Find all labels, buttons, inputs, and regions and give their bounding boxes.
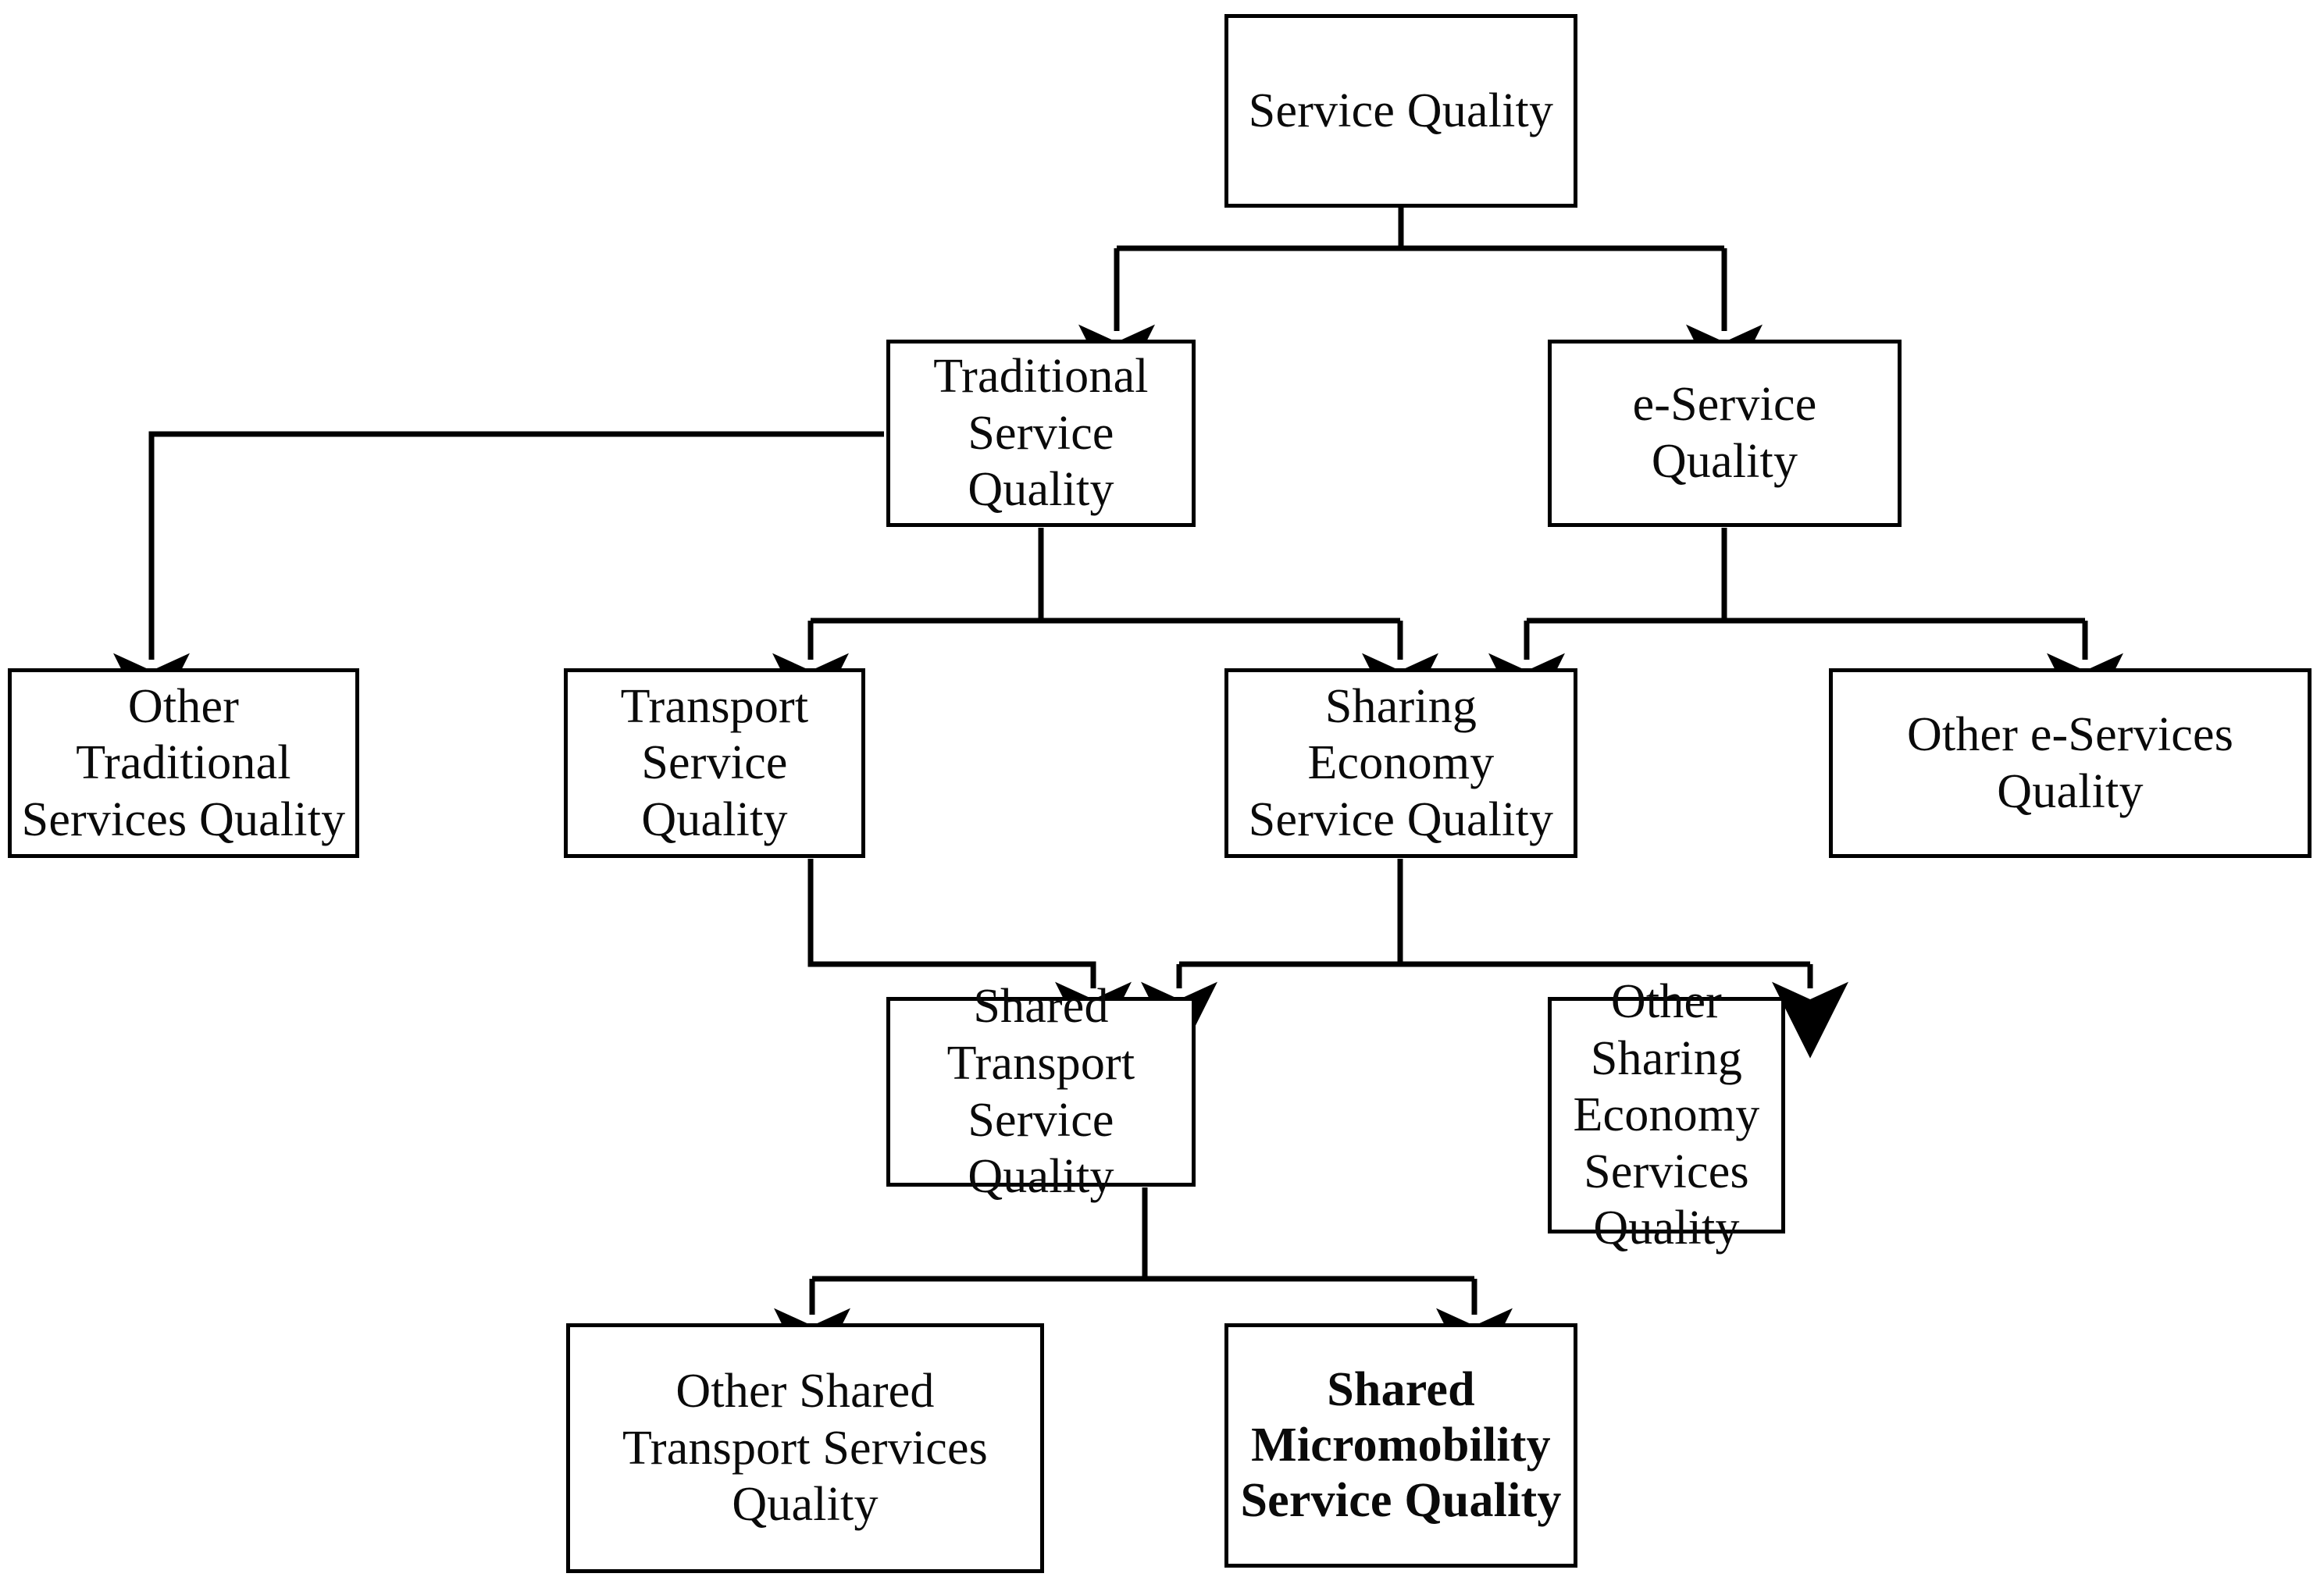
edge-eservice-to-children-trunk [1527,528,2085,624]
node-label: Service Quality [1248,84,1554,137]
edge-sharing-to-children-trunk [1179,859,1810,967]
node-service-quality[interactable]: Service Quality [1224,14,1577,208]
node-other-traditional-services-quality[interactable]: Other Traditional Services Quality [8,668,359,858]
node-label: Shared Micromobility Service Quality [1240,1362,1562,1528]
node-transport-service-quality[interactable]: Transport Service Quality [564,668,865,858]
edge-traditional-to-other-traditional [113,431,884,730]
node-other-shared-transport-services-quality[interactable]: Other Shared Transport Services Quality [566,1323,1044,1573]
node-label: Transport Service Quality [620,679,809,846]
node-other-e-services-quality[interactable]: Other e-Services Quality [1829,668,2312,858]
node-label: Sharing Economy Service Quality [1248,679,1554,846]
node-shared-transport-service-quality[interactable]: Shared Transport Service Quality [886,980,1196,1203]
edge-transport-to-shared-transport [807,859,1132,1059]
node-label: Other Sharing Economy Services Quality [1573,975,1760,1255]
node-other-sharing-economy-services-quality[interactable]: Other Sharing Economy Services Quality [1548,975,1785,1255]
node-label: Traditional Service Quality [933,350,1149,517]
edge-traditional-to-children-trunk [811,528,1400,624]
edge-shared-transport-to-children-trunk [812,1187,1474,1282]
node-shared-micromobility-service-quality[interactable]: Shared Micromobility Service Quality [1224,1323,1577,1568]
node-sharing-economy-service-quality[interactable]: Sharing Economy Service Quality [1224,668,1577,858]
node-e-service-quality[interactable]: e-Service Quality [1548,340,1902,527]
node-label: Other Traditional Services Quality [21,679,346,846]
edge-sq-to-children-trunk [1117,208,1724,251]
node-label: e-Service Quality [1632,378,1817,488]
node-label: Shared Transport Service Quality [946,980,1135,1204]
node-label: Other e-Services Quality [1906,707,2234,818]
node-traditional-service-quality[interactable]: Traditional Service Quality [886,340,1196,527]
node-label: Other Shared Transport Services Quality [622,1365,988,1532]
